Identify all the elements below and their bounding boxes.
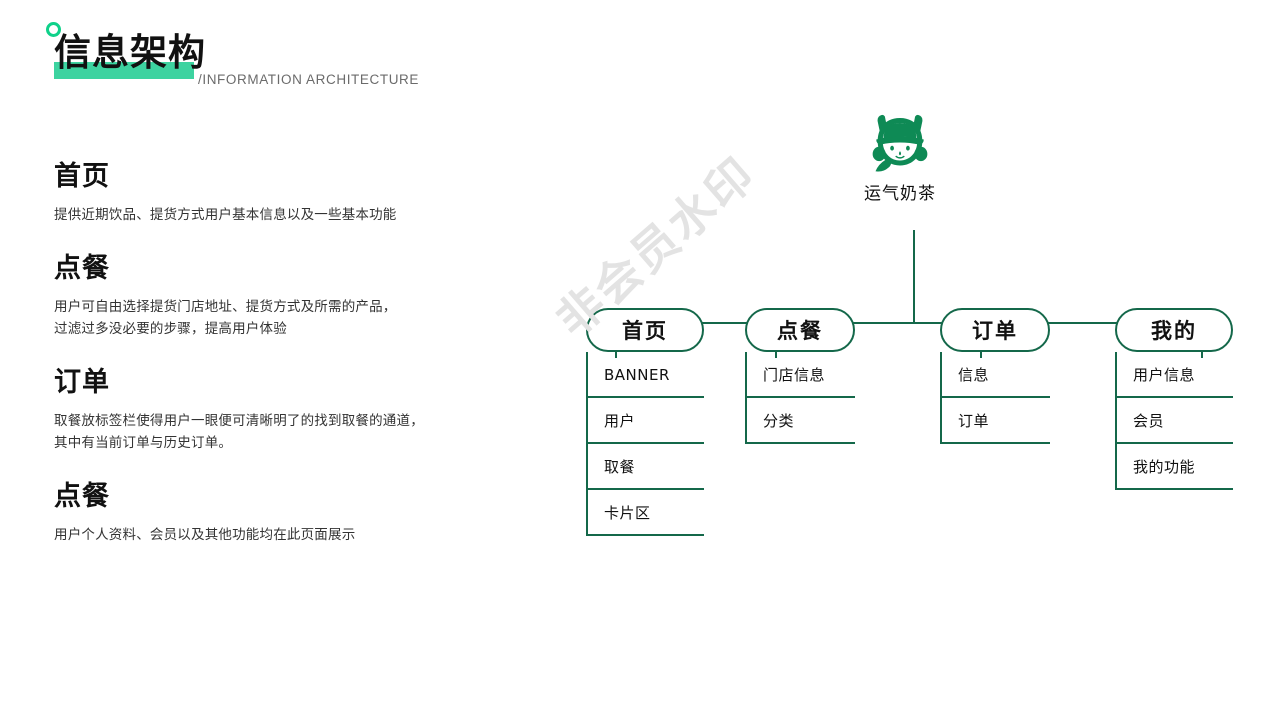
branch-node[interactable]: 首页 — [586, 308, 704, 352]
description-section: 点餐 用户可自由选择提货门店地址、提货方式及所需的产品， 过滤过多没必要的步骤，… — [54, 252, 524, 340]
diagram-root-label: 运气奶茶 — [864, 184, 936, 204]
description-column: 首页 提供近期饮品、提货方式用户基本信息以及一些基本功能 点餐 用户可自由选择提… — [54, 160, 524, 572]
diagram-branch-shouye: 首页 BANNER 用户 取餐 卡片区 — [586, 308, 704, 536]
branch-node-label: 我的 — [1151, 319, 1197, 343]
page-header: 信息架构 /INFORMATION ARCHITECTURE — [46, 18, 646, 87]
branch-child-list: 门店信息 分类 — [745, 352, 855, 444]
mascot-bear-logo-icon — [872, 114, 928, 172]
section-body: 用户个人资料、会员以及其他功能均在此页面展示 — [54, 527, 356, 542]
branch-child-item[interactable]: 分类 — [747, 398, 855, 444]
branch-child-list: 信息 订单 — [940, 352, 1050, 444]
branch-node[interactable]: 点餐 — [745, 308, 855, 352]
branch-node-label: 订单 — [972, 319, 1018, 343]
section-body: 取餐放标签栏使得用户一眼便可清晰明了的找到取餐的通道， 其中有当前订单与历史订单… — [54, 413, 424, 450]
description-section: 首页 提供近期饮品、提货方式用户基本信息以及一些基本功能 — [54, 160, 524, 226]
diagram-root-node: 运气奶茶 — [820, 105, 980, 204]
branch-child-item[interactable]: BANNER — [588, 352, 704, 398]
circle-outline-icon — [46, 22, 61, 37]
branch-node-label: 首页 — [622, 319, 668, 343]
branch-child-item[interactable]: 订单 — [942, 398, 1050, 444]
branch-child-item[interactable]: 卡片区 — [588, 490, 704, 536]
description-section: 订单 取餐放标签栏使得用户一眼便可清晰明了的找到取餐的通道， 其中有当前订单与历… — [54, 366, 524, 454]
information-architecture-diagram: 运气奶茶 首页 BANNER 用户 取餐 卡片区 点餐 门店信息 分类 订单 — [530, 90, 1280, 610]
page-title-wrap: 信息架构 — [54, 26, 206, 74]
diagram-branch-dingdan: 订单 信息 订单 — [940, 308, 1050, 444]
branch-child-item[interactable]: 信息 — [942, 352, 1050, 398]
section-title: 点餐 — [54, 253, 110, 284]
branch-child-list: BANNER 用户 取餐 卡片区 — [586, 352, 704, 536]
branch-node-label: 点餐 — [777, 319, 823, 343]
branch-child-item[interactable]: 门店信息 — [747, 352, 855, 398]
branch-node[interactable]: 我的 — [1115, 308, 1233, 352]
branch-child-list: 用户信息 会员 我的功能 — [1115, 352, 1233, 490]
branch-child-item[interactable]: 取餐 — [588, 444, 704, 490]
diagram-branch-diancan: 点餐 门店信息 分类 — [745, 308, 855, 444]
diagram-branch-wode: 我的 用户信息 会员 我的功能 — [1115, 308, 1233, 490]
description-section: 点餐 用户个人资料、会员以及其他功能均在此页面展示 — [54, 480, 524, 546]
title-highlight-bar — [54, 62, 194, 79]
section-body: 用户可自由选择提货门店地址、提货方式及所需的产品， 过滤过多没必要的步骤，提高用… — [54, 299, 397, 336]
branch-child-item[interactable]: 用户信息 — [1117, 352, 1233, 398]
section-body: 提供近期饮品、提货方式用户基本信息以及一些基本功能 — [54, 207, 397, 222]
branch-node[interactable]: 订单 — [940, 308, 1050, 352]
branch-child-item[interactable]: 会员 — [1117, 398, 1233, 444]
section-title: 订单 — [54, 367, 110, 398]
branch-child-item[interactable]: 用户 — [588, 398, 704, 444]
page-subtitle: /INFORMATION ARCHITECTURE — [198, 72, 420, 87]
branch-child-item[interactable]: 我的功能 — [1117, 444, 1233, 490]
connector-root-stem — [913, 230, 915, 323]
page-title: 信息架构 — [54, 31, 206, 74]
section-title: 首页 — [54, 161, 110, 192]
section-title: 点餐 — [54, 481, 110, 512]
